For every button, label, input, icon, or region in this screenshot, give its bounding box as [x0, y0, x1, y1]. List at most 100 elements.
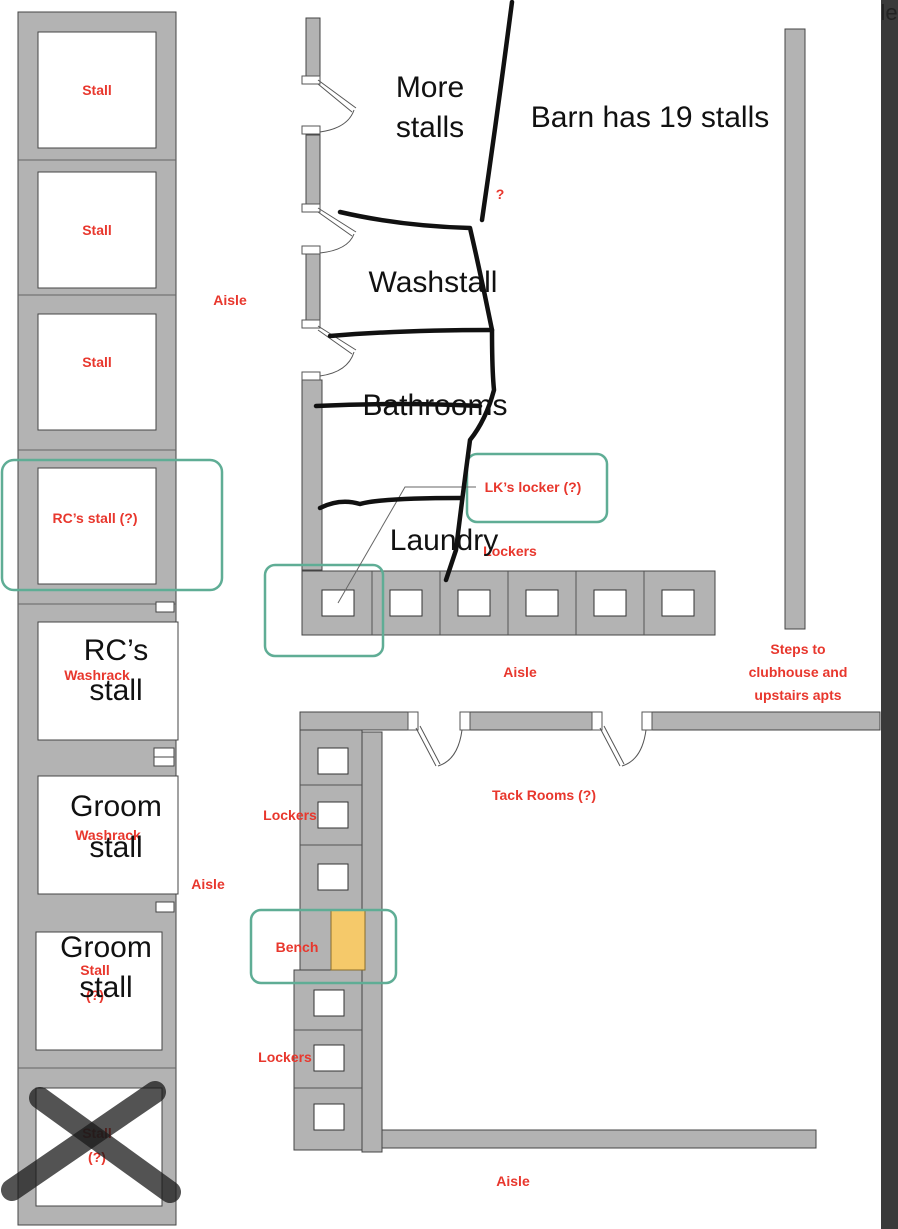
wall-segment — [305, 17, 321, 79]
ink-line — [317, 495, 463, 511]
annotation-groom-stall-2-a: Groom — [60, 931, 152, 964]
bottom-wall — [381, 1129, 817, 1149]
annotation-more-stalls-1: More — [396, 71, 464, 104]
locker — [661, 589, 695, 617]
stall-1: Stall — [37, 31, 157, 149]
locker — [389, 589, 423, 617]
locker — [525, 589, 559, 617]
door-jamb — [301, 371, 321, 381]
stall-2: Stall — [37, 171, 157, 289]
door-jamb — [301, 203, 321, 213]
locker — [317, 747, 349, 775]
steps-label-line-3: upstairs apts — [754, 687, 841, 703]
door-leaf — [317, 79, 357, 113]
aisle-label-bottom: Aisle — [496, 1173, 530, 1189]
annotation-barn-note: Barn has 19 stalls — [531, 101, 769, 134]
stall-3: Stall — [37, 313, 157, 431]
door-swing — [319, 351, 355, 377]
bench-label: Bench — [276, 939, 319, 955]
lockers-label-top: Lockers — [483, 543, 537, 559]
door-jamb — [591, 711, 603, 731]
locker — [313, 1103, 345, 1131]
stall-unknown-1-label-b: (?) — [86, 987, 104, 1003]
lockers-label-mid: Lockers — [263, 807, 317, 823]
steps-label-line-2: clubhouse and — [749, 664, 848, 680]
aisle-label-left-top: Aisle — [213, 292, 247, 308]
washrack-2-interior — [37, 775, 179, 895]
door-jamb — [459, 711, 471, 731]
door-swing — [621, 729, 647, 767]
annotation-rcs-stall-1: RC’s — [84, 634, 148, 667]
wall-segment — [305, 249, 321, 323]
annotation-laundry: Laundry — [390, 524, 498, 557]
stall-3-interior — [37, 313, 157, 431]
ink-strokes — [313, 0, 515, 583]
door-leaf — [415, 725, 441, 767]
door-leaf — [599, 725, 625, 767]
locker-column-lower — [293, 729, 817, 1153]
stall-unknown-1-label-a: Stall — [80, 962, 110, 978]
cross-out-mark — [1, 1081, 166, 1201]
rc-stall-label: RC’s stall (?) — [52, 510, 137, 526]
locker — [317, 801, 349, 829]
door-leaf — [317, 325, 357, 355]
lk-locker-label: LK’s locker (?) — [485, 479, 582, 495]
lk-locker-pointer — [337, 486, 476, 604]
annotation-washstall: Washstall — [369, 266, 498, 299]
tack-room-wall — [299, 711, 881, 767]
highlight-lk-locker — [263, 563, 385, 658]
washrack-1-interior — [37, 621, 179, 741]
annotation-groom-stall-1-b: stall — [89, 831, 142, 864]
door-jamb — [301, 125, 321, 135]
corner-text: le — [880, 0, 897, 25]
stall-unknown-1: Stall (?) — [35, 931, 163, 1051]
wall-segment — [305, 134, 321, 206]
ink-line — [479, 0, 515, 223]
aisle-label-left-mid: Aisle — [191, 876, 225, 892]
door-swing — [319, 233, 355, 254]
middle-wall — [301, 17, 357, 571]
highlight-lk-locker-label — [465, 452, 609, 524]
aisle-label-middle: Aisle — [503, 664, 537, 680]
stall-3-label: Stall — [82, 354, 112, 370]
stall-1-interior — [37, 31, 157, 149]
door-jamb — [301, 245, 321, 255]
locker — [317, 863, 349, 891]
bench — [330, 909, 366, 971]
steps-label-line-1: Steps to — [770, 641, 825, 657]
door-leaf — [317, 207, 357, 237]
stall-2-label: Stall — [82, 222, 112, 238]
rc-stall: RC’s stall (?) — [37, 467, 157, 585]
right-wall — [784, 28, 806, 630]
right-edge-bar — [881, 0, 898, 1229]
stall-2-interior — [37, 171, 157, 289]
tack-rooms-label: Tack Rooms (?) — [492, 787, 596, 803]
washrack-2: Washrack — [37, 775, 179, 913]
locker — [313, 1044, 345, 1072]
locker-row-top — [301, 570, 716, 636]
locker — [593, 589, 627, 617]
stall-unknown-2: Stall (?) — [1, 1081, 181, 1207]
lockers-label-low: Lockers — [258, 1049, 312, 1065]
locker — [457, 589, 491, 617]
door-jamb — [641, 711, 653, 731]
wall-segment — [301, 379, 323, 571]
annotation-bathrooms: Bathrooms — [362, 389, 507, 422]
rc-stall-interior — [37, 467, 157, 585]
door-swing — [319, 109, 355, 133]
door-jamb — [407, 711, 419, 731]
wall-segment — [651, 711, 881, 731]
stall-unknown-1-interior — [35, 931, 163, 1051]
annotation-rcs-stall-2: stall — [89, 674, 142, 707]
ink-line — [337, 209, 497, 583]
annotation-groom-stall-1-a: Groom — [70, 790, 162, 823]
ink-line — [327, 327, 495, 339]
highlight-bench — [249, 908, 398, 985]
cross-out-mark — [29, 1087, 181, 1203]
highlight-rc-stall — [0, 458, 224, 592]
stall-1-label: Stall — [82, 82, 112, 98]
annotation-more-stalls-2: stalls — [396, 111, 464, 144]
door-swing — [437, 729, 463, 767]
wall-segment — [299, 711, 411, 731]
